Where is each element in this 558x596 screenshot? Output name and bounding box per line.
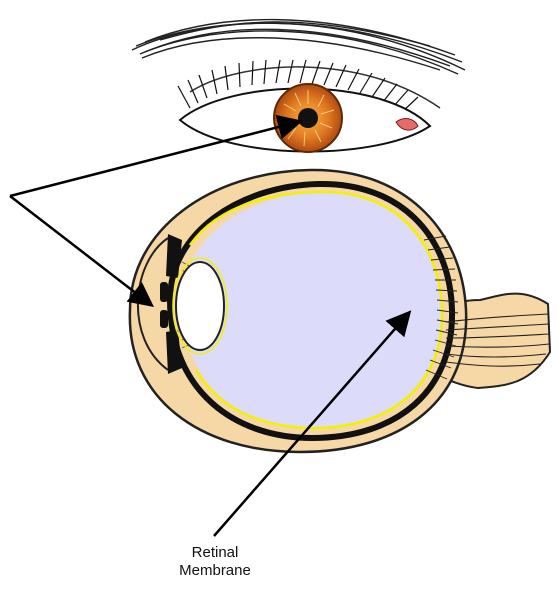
- arrow-to-pupil-cross-section: [10, 196, 150, 304]
- eyebrow: [132, 20, 465, 74]
- external-eye: [132, 20, 465, 152]
- lens: [176, 262, 224, 350]
- retinal-membrane-label: Retinal Membrane: [160, 544, 270, 580]
- pupil: [298, 108, 318, 128]
- retinal-membrane-label-line2: Membrane: [160, 562, 270, 580]
- retinal-membrane-label-line1: Retinal: [160, 544, 270, 562]
- eye-cross-section: [130, 170, 550, 452]
